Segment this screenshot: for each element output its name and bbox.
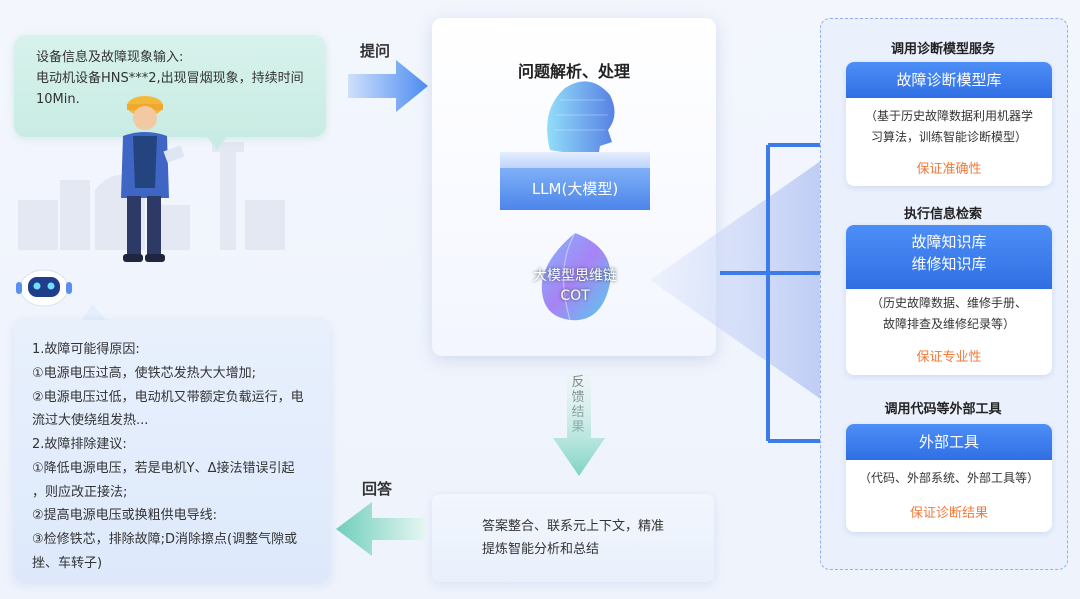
summary-line-2: 提炼智能分析和总结: [482, 542, 600, 557]
card-external-tools: 外部工具 （代码、外部系统、外部工具等） 保证诊断结果: [846, 424, 1052, 532]
answer-line-5: 2.故障排除建议:: [32, 437, 127, 452]
ai-head-icon: [547, 81, 615, 158]
answer-line-3: ②电源电压过低，电动机又带额定负载运行，电: [32, 390, 304, 405]
cot-swirl-icon: [541, 232, 611, 321]
card-title-tools: 外部工具: [846, 424, 1052, 460]
answer-line-1: 1.故障可能得原因:: [32, 342, 140, 357]
llm-box: LLM(大模型): [500, 168, 650, 210]
cot-label: 大模型思维链: [533, 268, 617, 284]
answer-line-7: ，则应改正接法;: [32, 485, 128, 500]
input-bubble: 设备信息及故障现象输入: 电动机设备HNS***2,出现冒烟现象，持续时间10M…: [14, 35, 326, 137]
connection-beam: [650, 160, 822, 400]
guarantee-professional: 保证专业性: [916, 350, 982, 365]
answer-label: 回答: [362, 480, 393, 498]
answer-line-6: ①降低电源电压，若是电机Y、Δ接法错误引起: [32, 461, 295, 476]
summary-box: 答案整合、联系元上下文，精准 提炼智能分析和总结: [432, 494, 714, 582]
card-desc-knowledge-2: 故障排查及维修纪录等）: [882, 317, 1015, 331]
guarantee-result: 保证诊断结果: [909, 506, 988, 521]
card-title-knowledge-2: 维修知识库: [911, 255, 987, 273]
card-desc-knowledge-1: （历史故障数据、维修手册、: [870, 296, 1027, 310]
card-desc-tools: （代码、外部系统、外部工具等）: [858, 471, 1039, 485]
card-diagnosis-model: 故障诊断模型库 （基于历史故障数据利用机器学 习算法，训练智能诊断模型） 保证准…: [846, 62, 1052, 186]
card-knowledge-base: 故障知识库 维修知识库 （历史故障数据、维修手册、 故障排查及维修纪录等） 保证…: [846, 225, 1052, 375]
answer-line-8: ②提高电源电压或换粗供电导线:: [32, 508, 218, 523]
card-title-knowledge-1: 故障知识库: [911, 233, 987, 251]
answer-line-2: ①电源电压过高，使铁芯发热大大增加;: [32, 366, 257, 381]
bubble-tail: [205, 134, 229, 150]
feedback-arrow-icon: [553, 372, 605, 476]
card-desc-diagnosis-2: 习算法，训练智能诊断模型）: [870, 130, 1027, 144]
cot-sublabel: COT: [560, 288, 590, 304]
section-title-diagnosis: 调用诊断模型服务: [890, 42, 995, 57]
answer-line-9: ③检修铁芯，排除故障;D消除擦点(调整气隙或: [32, 532, 298, 547]
answer-arrow-icon: [336, 502, 426, 556]
section-title-retrieval: 执行信息检索: [903, 207, 982, 222]
card-title-diagnosis: 故障诊断模型库: [846, 62, 1052, 98]
input-title: 设备信息及故障现象输入:: [36, 50, 184, 65]
worker-illustration: [121, 96, 185, 262]
card-desc-diagnosis-1: （基于历史故障数据利用机器学: [864, 109, 1033, 123]
ask-arrow-icon: [348, 60, 428, 112]
answer-bubble-tail: [82, 304, 106, 320]
card-title-knowledge: 故障知识库 维修知识库: [846, 225, 1052, 289]
ask-label: 提问: [360, 42, 391, 60]
input-description: 电动机设备HNS***2,出现冒烟现象，持续时间10Min.: [36, 71, 304, 107]
answer-panel: 1.故障可能得原因: ①电源电压过高，使铁芯发热大大增加; ②电源电压过低，电动…: [14, 320, 330, 582]
analysis-title: 问题解析、处理: [517, 62, 630, 81]
summary-line-1: 答案整合、联系元上下文，精准: [482, 519, 665, 534]
section-title-tools: 调用代码等外部工具: [884, 402, 1002, 417]
guarantee-accuracy: 保证准确性: [916, 162, 982, 177]
answer-line-10: 挫、车转子): [32, 556, 103, 571]
answer-line-4: 流过大使绕组发热...: [32, 413, 149, 428]
llm-box-top: [500, 152, 650, 168]
robot-icon: [16, 269, 72, 307]
